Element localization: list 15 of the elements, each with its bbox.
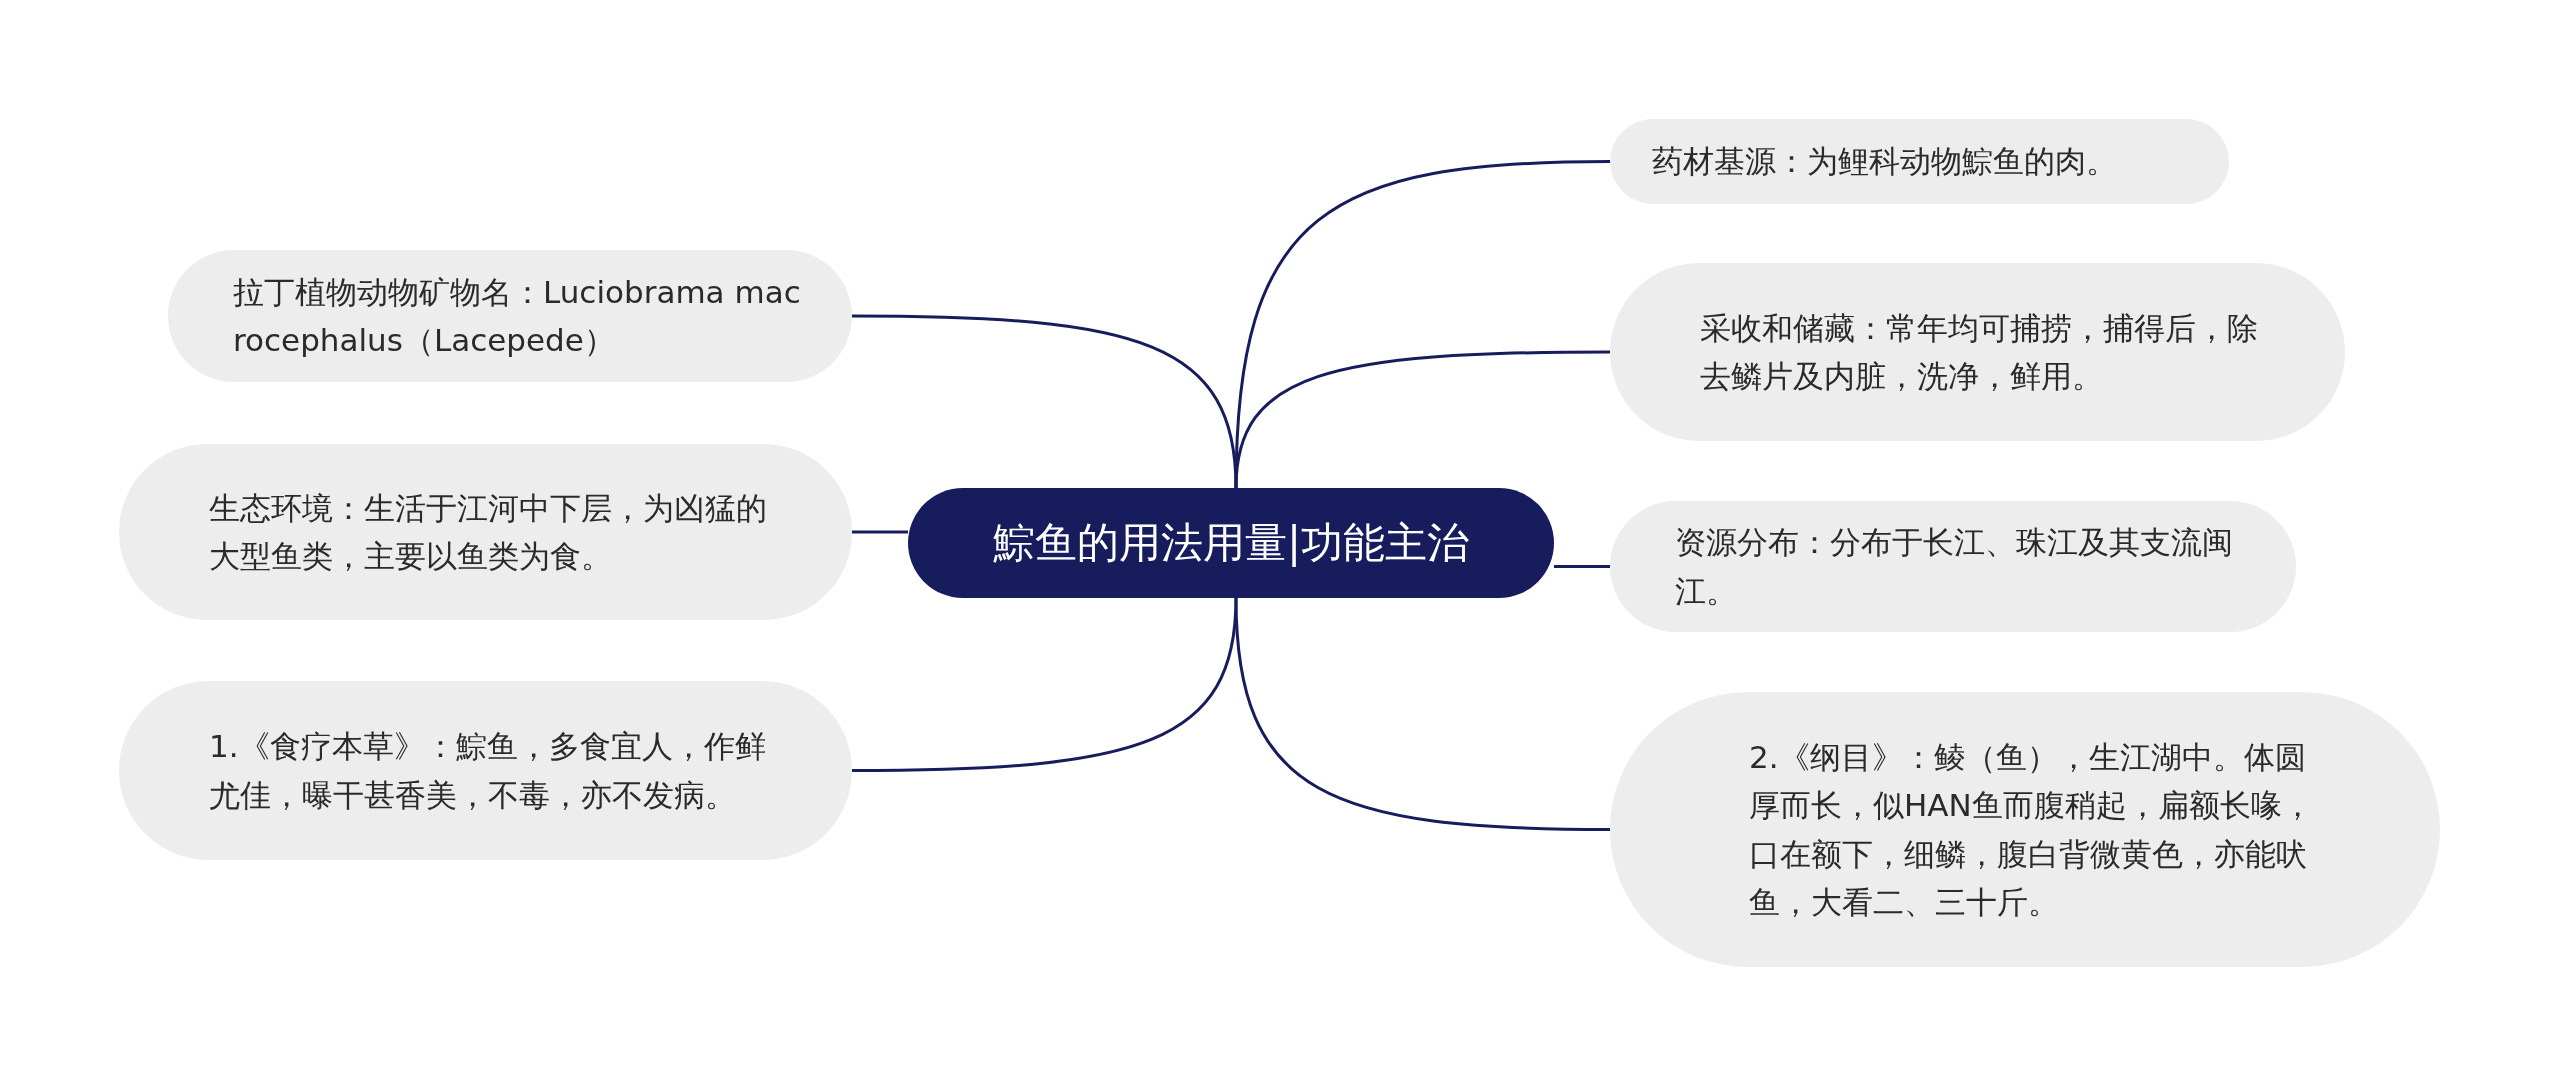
connector-line xyxy=(852,597,1238,772)
connector-line xyxy=(1554,565,1610,568)
central-topic: 鯮鱼的用法用量|功能主治 xyxy=(908,488,1554,598)
connector-line xyxy=(852,314,1238,489)
topic-bubble: 1.《食疗本草》：鯮鱼，多食宜人，作鲜尤佳，曝干甚香美，不毒，亦不发病。 xyxy=(119,681,852,860)
connector-line xyxy=(1234,597,1610,831)
topic-bubble: 生态环境：生活于江河中下层，为凶猛的大型鱼类，主要以鱼类为食。 xyxy=(119,444,852,620)
connector-line xyxy=(1234,160,1611,489)
topic-bubble: 药材基源：为鲤科动物鯮鱼的肉。 xyxy=(1610,119,2229,204)
topic-bubble: 拉丁植物动物矿物名：Luciobrama macrocephalus（Lacepede） xyxy=(168,250,852,382)
connector-line xyxy=(1234,350,1610,489)
connector-line xyxy=(852,530,908,534)
topic-bubble: 资源分布：分布于长江、珠江及其支流闽江。 xyxy=(1610,501,2296,632)
topic-bubble: 采收和储藏：常年均可捕捞，捕得后，除去鳞片及内脏，洗净，鲜用。 xyxy=(1610,263,2345,441)
topic-bubble: 2.《纲目》：鲮（鱼），生江湖中。体圆厚而长，似HAN鱼而腹稍起，扁额长喙，口在额下，细鳞，腹白背微黄色，亦能吠鱼，大看二、三十斤。 xyxy=(1610,692,2440,967)
